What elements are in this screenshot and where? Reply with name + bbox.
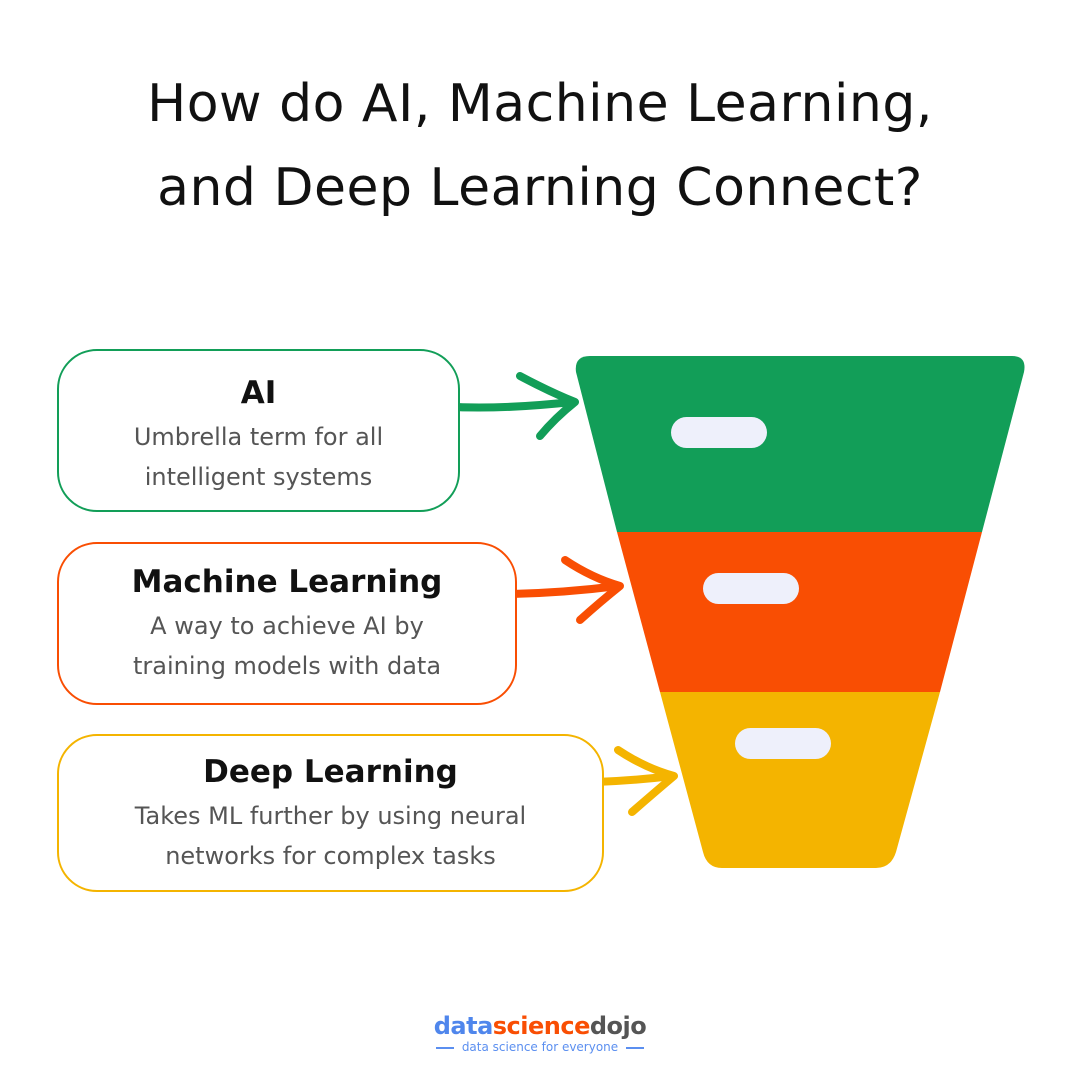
funnel-level-ai <box>575 356 1025 532</box>
ai-heading: AI <box>240 375 277 411</box>
funnel-level-dl <box>660 692 940 868</box>
dl-box: Deep Learning Takes ML further by using … <box>57 734 604 892</box>
funnel-pill-dl <box>735 728 831 759</box>
funnel-level-ml <box>617 532 982 692</box>
ml-heading: Machine Learning <box>131 564 443 600</box>
funnel-pill-ai <box>671 417 767 448</box>
logo-tagline: data science for everyone <box>420 1040 660 1054</box>
dl-heading: Deep Learning <box>203 754 458 790</box>
datasciencedojo-logo: datasciencedojo data science for everyon… <box>420 1012 660 1054</box>
funnel-pill-ml <box>703 573 799 604</box>
page-title: How do AI, Machine Learning, and Deep Le… <box>147 74 933 218</box>
